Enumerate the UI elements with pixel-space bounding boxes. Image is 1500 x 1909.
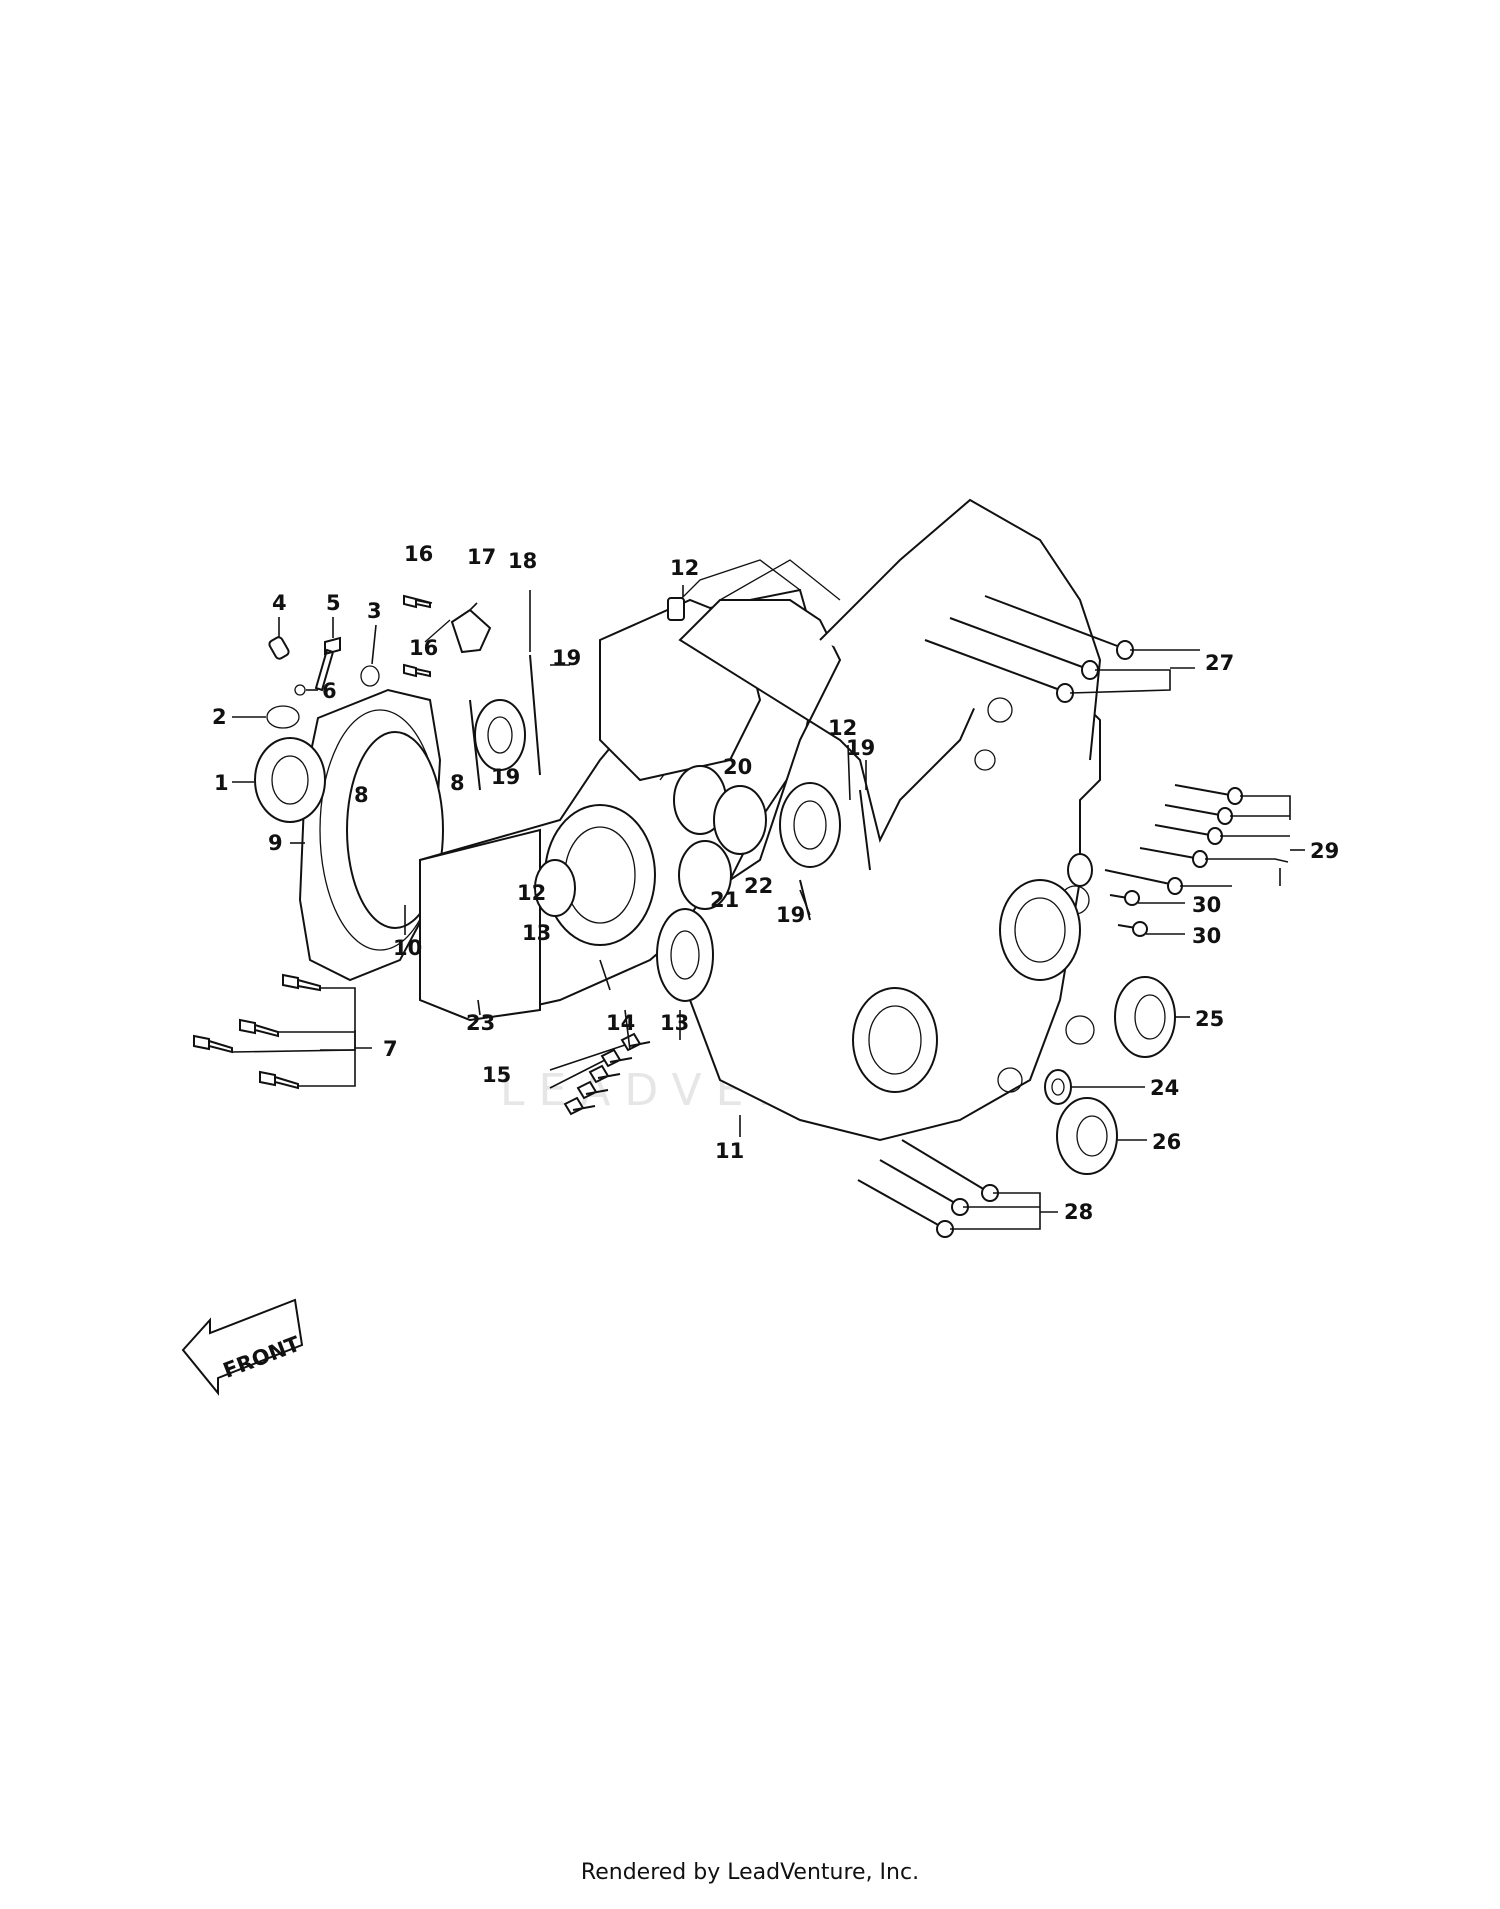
rear-mount-arm (819, 498, 1102, 761)
callout-26: 26 (1152, 1130, 1181, 1154)
callout-17: 17 (467, 545, 496, 569)
callout-24: 24 (1150, 1076, 1179, 1100)
bolts-30 (1109, 890, 1148, 937)
oil-seal-1 (254, 737, 326, 823)
bearing-24 (1044, 1069, 1072, 1105)
seal-12 (534, 859, 576, 917)
callout-3: 3 (367, 599, 382, 623)
callout-labels: 1 2 3 4 5 6 7 8 8 9 10 11 12 12 12 13 13… (212, 542, 1339, 1224)
callout-20: 20 (723, 755, 752, 779)
callout-12b: 12 (828, 716, 857, 740)
bearing-18 (474, 699, 526, 771)
callout-8b: 8 (354, 783, 369, 807)
callout-29: 29 (1310, 839, 1339, 863)
callout-23: 23 (466, 1011, 495, 1035)
callout-13b: 13 (660, 1011, 689, 1035)
dowel-12-top (667, 597, 685, 621)
bearing-26 (1056, 1097, 1118, 1175)
callout-12a: 12 (670, 556, 699, 580)
front-arrow: FRONT (181, 1298, 304, 1396)
bolts-29 (1104, 784, 1243, 895)
pin-4 (268, 636, 290, 660)
callout-18: 18 (508, 549, 537, 573)
screw-5 (314, 636, 341, 692)
callout-8a: 8 (450, 771, 465, 795)
callout-22: 22 (744, 874, 773, 898)
callout-28: 28 (1064, 1200, 1093, 1224)
callout-12c: 12 (517, 881, 546, 905)
bolt-16b (403, 663, 431, 678)
center-case-body (668, 599, 1101, 1142)
bore-upper (999, 879, 1081, 981)
bearing-13b (656, 908, 714, 1002)
footer-credit: Rendered by LeadVenture, Inc. (580, 1860, 920, 1885)
bolts-7 (193, 973, 321, 1090)
callout-13a: 13 (522, 921, 551, 945)
callout-21: 21 (710, 888, 739, 912)
callout-30a: 30 (1192, 893, 1221, 917)
callout-19b: 19 (491, 765, 520, 789)
callout-11: 11 (715, 1139, 744, 1163)
o-ring-3 (360, 665, 380, 687)
stud-19b (529, 654, 541, 776)
o-ring-2 (266, 705, 300, 729)
small-left-parts (193, 594, 492, 1090)
plate-17 (450, 608, 492, 654)
callout-1: 1 (214, 771, 229, 795)
callout-6: 6 (322, 679, 337, 703)
bolts-28 (857, 1139, 999, 1238)
callout-27: 27 (1205, 651, 1234, 675)
stud-19a (469, 699, 481, 791)
callout-7: 7 (383, 1037, 398, 1061)
bore-lower (852, 987, 938, 1093)
callout-10: 10 (393, 936, 422, 960)
washer-6 (294, 684, 306, 696)
callout-16b: 16 (409, 636, 438, 660)
callout-19a: 19 (552, 646, 581, 670)
callout-15: 15 (482, 1063, 511, 1087)
callout-25: 25 (1195, 1007, 1224, 1031)
callout-16a: 16 (404, 542, 433, 566)
callout-19d: 19 (776, 903, 805, 927)
bearing-25 (1114, 976, 1176, 1058)
callout-19c: 19 (846, 736, 875, 760)
callout-5: 5 (326, 591, 341, 615)
callout-4: 4 (272, 591, 287, 615)
callout-30b: 30 (1192, 924, 1221, 948)
callout-9: 9 (268, 831, 283, 855)
leader-lines (231, 585, 1305, 1230)
bearing-22 (779, 782, 841, 868)
bolts-27 (924, 595, 1134, 703)
callout-2: 2 (212, 705, 227, 729)
case-front-box (419, 828, 541, 1022)
callout-14: 14 (606, 1011, 635, 1035)
right-crankcase-half (656, 498, 1102, 1142)
